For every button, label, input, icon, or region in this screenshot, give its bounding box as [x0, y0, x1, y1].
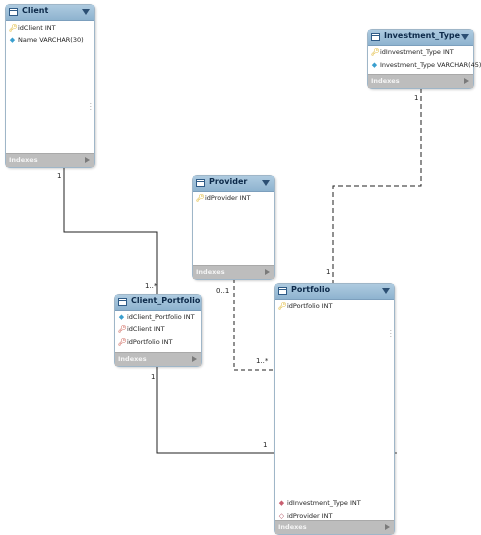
table-header[interactable]: Portfolio — [275, 284, 394, 300]
column-row[interactable]: 🔑︎idClient INT — [9, 23, 56, 33]
relationship-client-portfolio-portfolio[interactable] — [156, 366, 274, 454]
cardinality-portfolio-provider: 1..* — [256, 357, 269, 365]
chevron-right-icon[interactable] — [385, 524, 390, 530]
foreign-key-icon: ◆ — [278, 499, 285, 507]
cardinality-investment-type: 1 — [414, 94, 419, 102]
column-label: idClient INT — [127, 325, 165, 333]
key-icon: 🔑︎ — [9, 24, 18, 32]
table-header[interactable]: Investment_Type — [368, 30, 473, 46]
column-row[interactable]: 🔑︎idInvestment_Type INT — [371, 47, 454, 57]
column-label: idClient INT — [18, 24, 56, 32]
chevron-down-icon[interactable] — [382, 288, 390, 294]
relationship-provider-portfolio[interactable] — [233, 279, 274, 371]
table-portfolio[interactable]: Portfolio 🔑︎idPortfolio INT ... ◆idInves… — [274, 283, 395, 535]
key-icon: 🔑︎ — [196, 194, 205, 202]
relationship-investment-type-portfolio[interactable] — [332, 88, 422, 284]
indexes-label: Indexes — [118, 355, 147, 363]
relationship-client-client-portfolio[interactable] — [63, 167, 158, 296]
chevron-right-icon[interactable] — [192, 356, 197, 362]
key-icon: 🔑︎ — [371, 48, 380, 56]
chevron-down-icon[interactable] — [262, 180, 270, 186]
cardinality-portfolio-top: 1 — [326, 268, 331, 276]
indexes-section[interactable]: Indexes — [193, 265, 274, 279]
column-label: idInvestment_Type INT — [287, 499, 361, 507]
indexes-label: Indexes — [278, 523, 307, 531]
indexes-label: Indexes — [371, 77, 400, 85]
indexes-section[interactable]: Indexes — [115, 352, 201, 366]
diamond-icon: ◆ — [118, 313, 125, 321]
column-label: idPortfolio INT — [127, 338, 173, 346]
table-title: Portfolio — [291, 285, 331, 294]
column-row[interactable]: ◆idClient_Portfolio INT — [118, 312, 195, 322]
column-row[interactable]: ◆Investment_Type VARCHAR(45) — [371, 60, 481, 70]
scroll-indicator: ... — [89, 98, 92, 112]
chevron-down-icon[interactable] — [461, 34, 469, 40]
column-label: idPortfolio INT — [287, 302, 333, 310]
table-client-portfolio[interactable]: Client_Portfolio ◆idClient_Portfolio INT… — [114, 294, 202, 367]
foreign-key-icon: 🔑︎ — [118, 325, 127, 333]
table-client[interactable]: Client 🔑︎idClient INT ◆Name VARCHAR(30) … — [5, 4, 95, 168]
chevron-right-icon[interactable] — [464, 78, 469, 84]
table-icon — [118, 298, 127, 306]
cardinality-client-portfolio-bottom: 1 — [151, 373, 156, 381]
column-label: Investment_Type VARCHAR(45) — [380, 61, 481, 69]
table-icon — [196, 179, 205, 187]
table-title: Investment_Type — [384, 31, 461, 40]
column-row[interactable]: 🔑︎idPortfolio INT — [118, 337, 173, 347]
column-row[interactable]: 🔑︎idProvider INT — [196, 193, 251, 203]
cardinality-provider: 0..1 — [216, 287, 230, 295]
foreign-key-icon: 🔑︎ — [118, 338, 127, 346]
table-provider[interactable]: Provider 🔑︎idProvider INT Indexes — [192, 175, 275, 280]
table-title: Provider — [209, 177, 248, 186]
scroll-indicator: ... — [389, 325, 392, 339]
column-row[interactable]: ◇idProvider INT — [278, 511, 333, 521]
chevron-down-icon[interactable] — [82, 9, 90, 15]
key-icon: 🔑︎ — [278, 302, 287, 310]
indexes-section[interactable]: Indexes — [368, 74, 473, 88]
table-investment-type[interactable]: Investment_Type 🔑︎idInvestment_Type INT … — [367, 29, 481, 89]
chevron-right-icon[interactable] — [265, 269, 270, 275]
table-header[interactable]: Client_Portfolio — [115, 295, 201, 311]
indexes-section[interactable]: Indexes — [6, 153, 94, 167]
indexes-label: Indexes — [9, 156, 38, 164]
column-label: Name VARCHAR(30) — [18, 36, 84, 44]
chevron-right-icon[interactable] — [85, 157, 90, 163]
table-title: Client_Portfolio — [131, 296, 201, 305]
table-header[interactable]: Client — [6, 5, 94, 21]
column-label: idProvider INT — [205, 194, 251, 202]
column-label: idClient_Portfolio INT — [127, 313, 195, 321]
table-icon — [371, 33, 380, 41]
indexes-label: Indexes — [196, 268, 225, 276]
column-row[interactable]: ◆Name VARCHAR(30) — [9, 35, 84, 45]
diamond-icon: ◆ — [9, 36, 16, 44]
table-icon — [278, 287, 287, 295]
table-header[interactable]: Provider — [193, 176, 274, 192]
column-label: idInvestment_Type INT — [380, 48, 454, 56]
cardinality-portfolio-left: 1 — [263, 441, 268, 449]
column-label: idProvider INT — [287, 512, 333, 520]
foreign-key-icon: ◇ — [278, 512, 285, 520]
cardinality-client-portfolio-top: 1..* — [145, 282, 158, 290]
cardinality-client: 1 — [57, 172, 62, 180]
diamond-icon: ◆ — [371, 61, 378, 69]
table-title: Client — [22, 6, 49, 15]
indexes-section[interactable]: Indexes — [275, 520, 394, 534]
column-row[interactable]: 🔑︎idClient INT — [118, 324, 165, 334]
column-row[interactable]: 🔑︎idPortfolio INT — [278, 301, 333, 311]
table-icon — [9, 8, 18, 16]
column-row[interactable]: ◆idInvestment_Type INT — [278, 498, 361, 508]
